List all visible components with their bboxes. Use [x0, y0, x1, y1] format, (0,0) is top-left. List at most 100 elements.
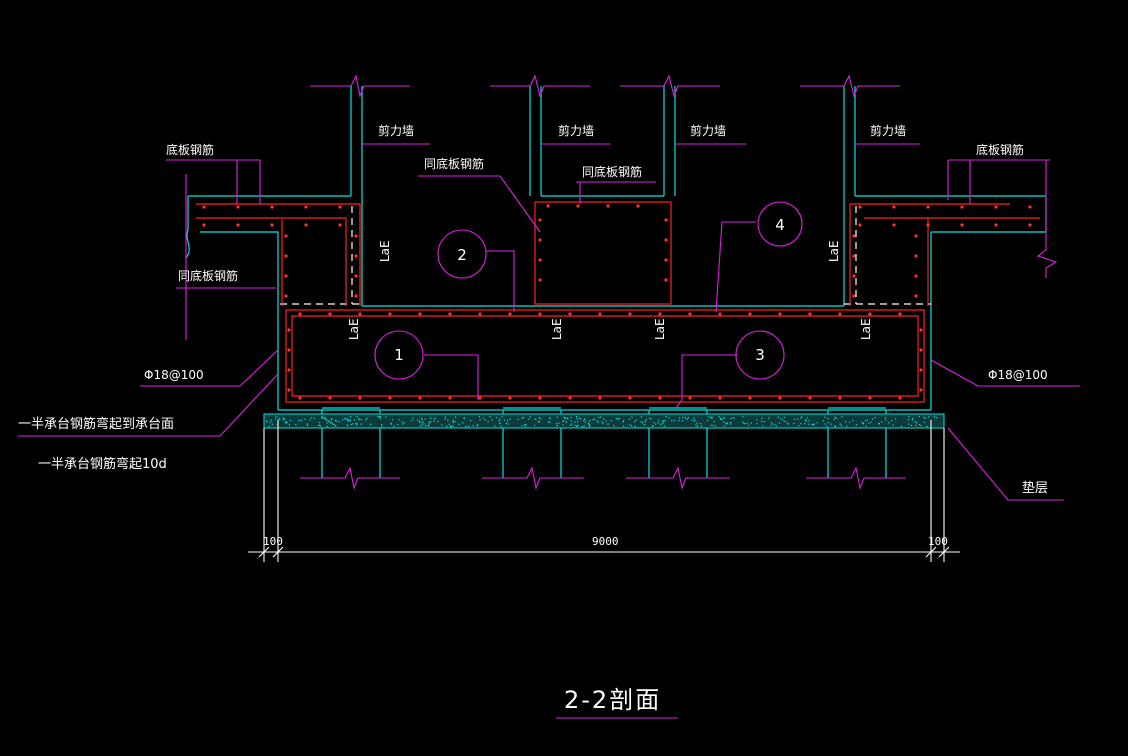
rebar-dot [664, 218, 668, 222]
cushion-speckle-dot [644, 420, 646, 423]
cushion-speckle-dot [870, 421, 872, 423]
cushion-speckle-dot [927, 416, 929, 418]
cushion-speckle-dot [547, 421, 549, 423]
cushion-speckle-dot [723, 417, 725, 419]
cushion-speckle-dot [742, 416, 744, 418]
cushion-speckle-dot [446, 425, 448, 427]
cushion-speckle-dot [428, 421, 430, 423]
cushion-speckle-dot [288, 424, 290, 426]
cushion-speckle-dot [326, 425, 328, 428]
rebar-dot [538, 238, 542, 242]
rebar-dot [994, 205, 998, 209]
rebar-dot [284, 234, 288, 238]
cushion-speckle-dot [693, 417, 695, 419]
cushion-speckle-dot [401, 421, 403, 423]
cushion-speckle-dot [298, 420, 300, 422]
cushion-speckle-dot [324, 418, 326, 420]
cushion-speckle-dot [500, 425, 502, 427]
cushion-speckle-dot [327, 420, 330, 422]
cushion-speckle-dot [584, 421, 586, 423]
cushion-speckle-dot [813, 423, 815, 425]
cushion-speckle-dot [663, 420, 665, 422]
cushion-speckle-dot [570, 420, 572, 422]
cushion-speckle-dot [589, 424, 591, 426]
rebar-dot [926, 205, 930, 209]
cushion-speckle-dot [665, 416, 667, 418]
cushion-speckle-dot [449, 425, 451, 427]
cushion-speckle-dot [826, 425, 828, 427]
cushion-speckle-dot [771, 422, 773, 424]
cushion-speckle-dot [634, 420, 636, 423]
cushion-speckle-dot [268, 425, 270, 427]
cushion-speckle-dot [822, 420, 824, 422]
cushion-speckle-dot [713, 421, 715, 423]
shear-wall-label-4: 剪力墙 [870, 123, 906, 138]
cushion-speckle-dot [885, 419, 887, 421]
cushion-speckle-dot [589, 425, 591, 427]
cushion-speckle-dot [424, 418, 426, 420]
cushion-speckle-dot [282, 417, 284, 419]
cushion-speckle-dot [834, 425, 837, 428]
cushion-speckle-dot [836, 417, 838, 419]
cushion-speckle-dot [593, 418, 595, 420]
cushion-speckle-dot [326, 422, 328, 424]
cushion-speckle-dot [359, 418, 361, 420]
rebar-dot [658, 312, 662, 316]
cushion-speckle-dot [563, 419, 565, 421]
cushion-speckle-dot [793, 422, 795, 425]
cushion-speckle-dot [333, 423, 335, 425]
cushion-speckle-dot [534, 424, 536, 426]
rebar-dot [358, 396, 362, 400]
cushion-speckle-dot [748, 424, 750, 426]
cushion-speckle-dot [335, 425, 337, 427]
anchorage-label-cap-1: LaE [347, 318, 361, 340]
cushion-speckle-dot [397, 423, 399, 426]
cushion-speckle-dot [494, 425, 496, 427]
cushion-speckle-dot [509, 418, 511, 420]
cushion-speckle-dot [605, 420, 607, 422]
cushion-speckle-dot [701, 425, 703, 427]
cushion-speckle-dot [283, 418, 286, 420]
cushion-speckle-dot [576, 418, 578, 420]
cushion-speckle-dot [640, 416, 643, 418]
cushion-speckle-dot [696, 422, 698, 424]
rebar-dot [748, 396, 752, 400]
cushion-speckle-dot [574, 421, 576, 423]
cushion-speckle-dot [629, 424, 631, 426]
rebar-dot [546, 204, 550, 208]
cushion-speckle-dot [628, 418, 631, 420]
cushion-speckle-dot [895, 418, 897, 420]
cushion-speckle-dot [344, 418, 346, 420]
cushion-speckle-dot [919, 424, 921, 426]
rebar-dot [328, 312, 332, 316]
cushion-speckle-dot [556, 416, 558, 418]
rebar-dot [892, 205, 896, 209]
cushion-speckle-dot [478, 416, 481, 418]
cushion-speckle-dot [744, 423, 746, 425]
cushion-speckle-dot [696, 425, 698, 427]
drawing-title: 2-2剖面 [564, 686, 661, 714]
cushion-speckle-dot [631, 416, 633, 418]
cushion-speckle-dot [712, 424, 714, 426]
cushion-speckle-dot [587, 423, 589, 425]
cushion-speckle-dot [730, 421, 732, 424]
cushion-speckle-dot [923, 416, 925, 418]
cushion-speckle-dot [403, 422, 405, 424]
rebar-dot [388, 396, 392, 400]
cushion-speckle-dot [923, 421, 925, 423]
leader-lines [18, 74, 1080, 719]
dimension-left-offset: 100 [263, 535, 283, 548]
cushion-speckle-dot [356, 416, 358, 418]
rebar-dot [598, 396, 602, 400]
cushion-speckle-dot [811, 423, 813, 425]
rebar-dot [688, 312, 692, 316]
cushion-speckle-dot [786, 422, 788, 424]
marker-1-label: 1 [394, 346, 404, 364]
rebar-dot [354, 254, 358, 258]
cushion-speckle-dot [743, 422, 745, 425]
cushion-speckle-dot [524, 423, 526, 426]
cushion-speckle-dot [634, 425, 636, 428]
cushion-speckle-dot [331, 418, 333, 420]
cushion-speckle-dot [891, 420, 893, 422]
cushion-speckle-dot [275, 416, 277, 418]
